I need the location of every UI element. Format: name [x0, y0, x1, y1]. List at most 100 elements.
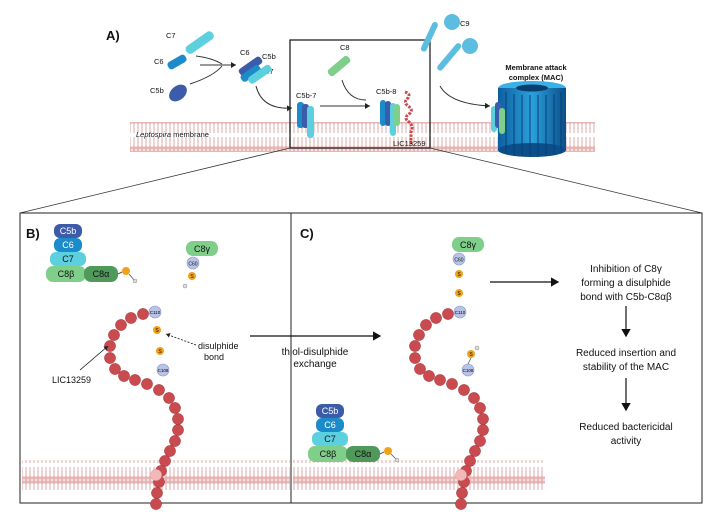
- b-c108: [156, 363, 170, 377]
- b-c8a: C8α: [93, 269, 110, 279]
- c-bead-4: [413, 329, 425, 341]
- c-bead-22: [455, 498, 467, 510]
- c-bead-9: [434, 374, 446, 386]
- c9-protein-2: [437, 38, 478, 71]
- c8g-c: C8γ C60: [452, 237, 484, 266]
- b-sulfur-1: [153, 326, 161, 334]
- c-bead-8: [423, 370, 435, 382]
- c-bead-2: [430, 312, 442, 324]
- c-bead-21: [456, 487, 468, 499]
- c-bead-12: [468, 392, 480, 404]
- exchange-line2: exchange: [293, 359, 337, 370]
- mac-pore: [491, 81, 566, 157]
- c-c6: C6: [324, 420, 336, 430]
- b-sulfur-2-label: S: [158, 349, 162, 355]
- c-sulfur-2: [455, 289, 463, 297]
- b-bead-10: [141, 378, 153, 390]
- c5b-protein: [169, 84, 187, 102]
- c-c110-label: C110: [455, 310, 466, 315]
- c-bead-15: [477, 424, 489, 436]
- c-sulfur-1-label: S: [457, 272, 461, 278]
- c-c110: [453, 305, 467, 319]
- b-c8b: C8β: [58, 269, 75, 279]
- b-bead-14: [172, 413, 184, 425]
- c-thiol-tail: [390, 453, 397, 460]
- b-bead-21: [151, 487, 163, 499]
- b-bead-18: [159, 455, 171, 467]
- complex-to-membrane-arrow: [255, 85, 293, 112]
- c6-label: C6: [154, 57, 164, 66]
- c-c7: C7: [324, 434, 336, 444]
- b-c8g: C8γ: [194, 244, 211, 254]
- b-bead-7: [109, 363, 121, 375]
- c-bead-7: [414, 363, 426, 375]
- c-c60: C60: [454, 258, 463, 264]
- c-sulfur-1: [455, 270, 463, 278]
- b-disulphide-1: disulphide: [198, 341, 239, 351]
- panel-c-label: C): [300, 226, 314, 241]
- complex-c6-label: C6: [240, 48, 250, 57]
- b-thiol-h: [132, 278, 138, 284]
- b-bead-17: [164, 445, 176, 457]
- b-bead-1: [137, 308, 149, 320]
- b-bead-8: [118, 370, 130, 382]
- c5b-c8-complex-c: C5b C6 C7 C8β C8α: [308, 404, 380, 462]
- b-disulphide-2: bond: [204, 352, 224, 362]
- b-bead-2: [125, 312, 137, 324]
- membrane-label: Leptospira membrane: [136, 130, 209, 139]
- c8-label: C8: [340, 43, 350, 52]
- c-c108-label: C108: [463, 368, 474, 373]
- c-c8a: C8α: [355, 449, 372, 459]
- c5b6-7-complex: [238, 56, 272, 84]
- b-bead-9: [129, 374, 141, 386]
- c8g-b: C8γ C60 S: [182, 241, 218, 289]
- exchange-line1: thiol-disulphide: [282, 347, 349, 358]
- c5b7-inserted: [297, 102, 314, 138]
- b-c110-label: C110: [150, 310, 161, 315]
- c-bead-5: [409, 340, 421, 352]
- b-bead-16: [169, 435, 181, 447]
- b-c110: [148, 305, 162, 319]
- lic13259-chain-a: [404, 90, 414, 146]
- flow-step1-l2: forming a disulphide: [581, 278, 671, 289]
- c-bead-11: [458, 384, 470, 396]
- b-c60: C60: [188, 262, 197, 268]
- b-bead-15: [172, 424, 184, 436]
- b-lic-arrow: [79, 345, 109, 371]
- c9-protein-1: [420, 14, 460, 52]
- lic13259-label-a: LIC13259: [393, 139, 426, 148]
- c-c8b: C8β: [320, 449, 337, 459]
- c-thiol-h-2: [474, 345, 480, 351]
- b-bead-5: [104, 340, 116, 352]
- converge-arrow-bottom: [189, 65, 223, 85]
- b-lic-label: LIC13259: [52, 375, 91, 385]
- b-bead-12: [163, 392, 175, 404]
- c5b8-label: C5b-8: [376, 87, 396, 96]
- flow-step3-l1: Reduced bactericidal: [579, 422, 672, 433]
- lower-frame: [19, 212, 703, 504]
- b-bead-4: [108, 329, 120, 341]
- complex-c5b-label: C5b: [262, 52, 276, 61]
- c-bead-18: [464, 455, 476, 467]
- c-c5b: C5b: [322, 406, 339, 416]
- c-bead-1: [442, 308, 454, 320]
- c-bead-16: [474, 435, 486, 447]
- mac-label-2: complex (MAC): [509, 73, 564, 82]
- membrane-c: [293, 460, 545, 490]
- c5b-label: C5b: [150, 86, 164, 95]
- converge-arrow-top: [195, 55, 223, 65]
- c-sulfur-2-label: S: [457, 291, 461, 297]
- flow-step2-l1: Reduced insertion and: [576, 348, 676, 359]
- c-sulfur-3: [467, 350, 475, 358]
- c-bead-13: [474, 402, 486, 414]
- b-bead-13: [169, 402, 181, 414]
- b-bead-membrane: [150, 469, 162, 481]
- c-bead-3: [420, 319, 432, 331]
- b-c7: C7: [62, 254, 74, 264]
- b-c8a-sulfur: [122, 267, 130, 275]
- b-c5b: C5b: [60, 226, 77, 236]
- flow-step3-l2: activity: [611, 436, 642, 447]
